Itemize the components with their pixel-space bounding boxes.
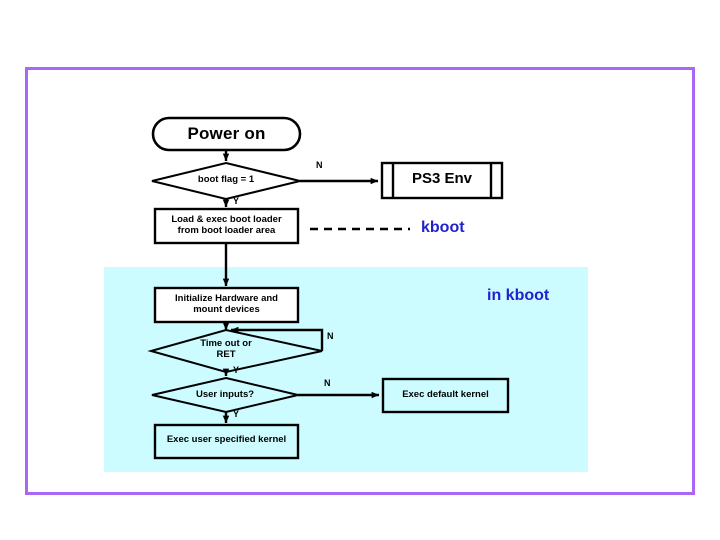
node-exec-default-kernel[interactable] [381,377,510,414]
node-boot-flag-decision[interactable] [151,161,301,201]
edge-label-user-inputs-n: N [324,378,331,388]
node-power-on[interactable] [151,116,302,152]
node-ps3-env[interactable] [380,161,504,200]
annotation-kboot-label: kboot [421,219,465,236]
edge-label-boot-flag-n: N [316,160,323,170]
node-exec-user-specified-kernel[interactable] [153,423,300,460]
node-user-inputs-decision[interactable] [151,376,299,414]
edge-label-timeout-n: N [327,331,334,341]
slide-frame-border [25,67,695,495]
node-initialize-hardware[interactable] [153,286,300,324]
edge-timeout-n-loopback [230,326,324,351]
edge-label-timeout-y: Y [233,365,240,375]
annotation-in-kboot-label: in kboot [487,287,550,304]
edge-label-boot-flag-y: Y [233,196,240,206]
node-load-exec-boot-loader[interactable] [153,207,300,245]
edge-label-user-inputs-y: Y [233,409,240,419]
